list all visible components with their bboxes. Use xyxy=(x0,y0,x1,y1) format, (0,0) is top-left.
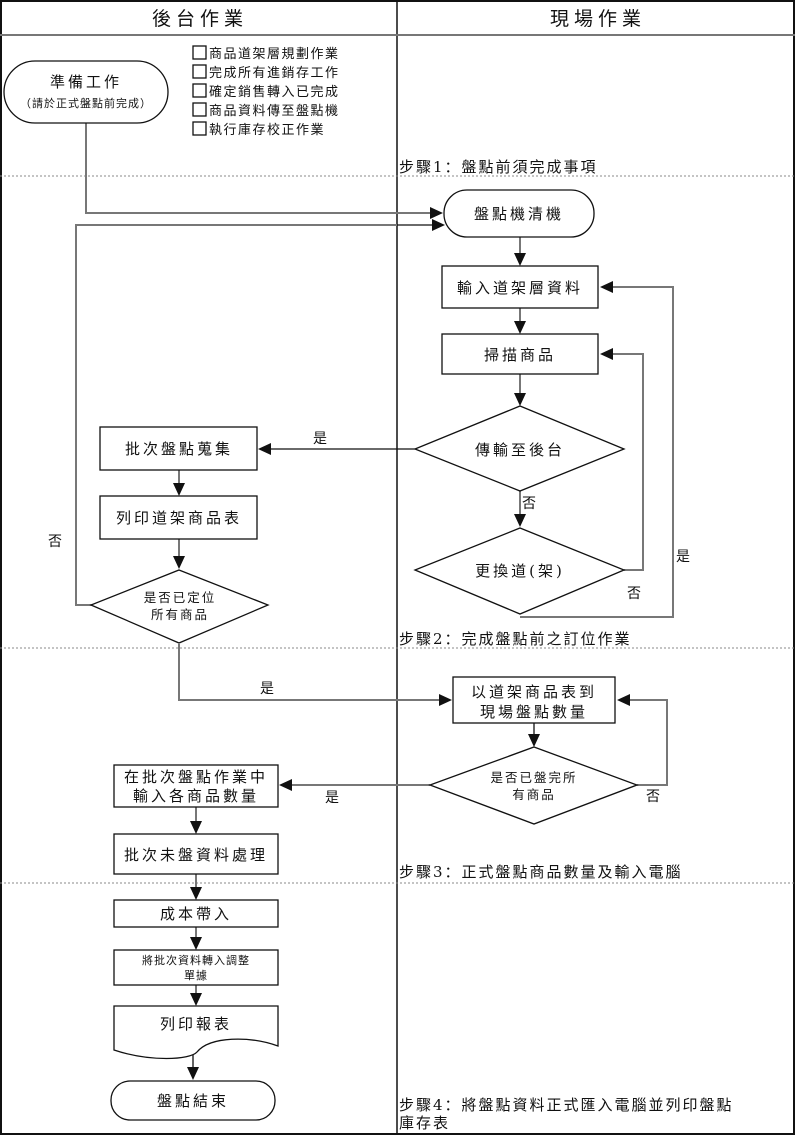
node-input-shelf: 輸入道架層資料 xyxy=(441,265,599,309)
node-print-shelf-list: 列印道架商品表 xyxy=(99,495,258,540)
arrowhead xyxy=(173,556,185,569)
node-unprocessed: 批次未盤資料處理 xyxy=(113,833,279,875)
edge-label-yes: 是 xyxy=(325,790,339,806)
checklist-item: 完成所有進銷存工作 xyxy=(209,65,340,81)
step4-label-line1: 步驟4：將盤點資料正式匯入電腦並列印盤點 xyxy=(399,1096,734,1114)
node-cost-import-label: 成本帶入 xyxy=(160,905,232,923)
edge-located-no xyxy=(75,224,397,606)
node-located-all-label-2: 所有商品 xyxy=(151,607,209,622)
lane-header-backoffice: 後台作業 xyxy=(152,8,248,30)
arrowhead xyxy=(514,393,526,406)
node-clear-device: 盤點機清機 xyxy=(443,189,595,238)
edge-label-no: 否 xyxy=(48,534,62,550)
node-located-all-label-1: 是否已定位 xyxy=(144,590,217,605)
step3-label: 步驟3：正式盤點商品數量及輸入電腦 xyxy=(399,863,683,881)
edge-counted-no xyxy=(628,699,668,786)
edge-prepare-to-clear xyxy=(85,123,430,214)
arrowhead xyxy=(173,483,185,496)
checklist-item: 商品道架層規劃作業 xyxy=(209,46,340,62)
node-scan-label: 掃描商品 xyxy=(484,346,556,364)
node-counted-all-label-1: 是否已盤完所 xyxy=(490,770,577,785)
edge-located-yes xyxy=(178,644,440,701)
edge-label-yes: 是 xyxy=(260,681,274,697)
node-transfer-decision: 傳輸至後台 xyxy=(413,405,626,492)
arrowhead xyxy=(190,937,202,950)
node-print-report-label: 列印報表 xyxy=(160,1015,232,1033)
arrowhead xyxy=(600,281,613,293)
node-unprocessed-label: 批次未盤資料處理 xyxy=(124,846,268,864)
node-convert-label-2: 單據 xyxy=(184,968,208,982)
node-print-shelf-list-label: 列印道架商品表 xyxy=(116,509,242,527)
node-change-aisle-label: 更換道(架) xyxy=(475,562,565,580)
node-counted-all: 是否已盤完所 有商品 xyxy=(428,746,639,825)
checklist-item: 確定銷售轉入已完成 xyxy=(209,84,340,100)
edge-label-no: 否 xyxy=(627,586,641,602)
arrowhead xyxy=(514,514,526,527)
arrowhead xyxy=(600,348,613,360)
node-input-shelf-label: 輸入道架層資料 xyxy=(457,279,583,297)
node-clear-device-label: 盤點機清機 xyxy=(474,205,564,223)
arrowhead xyxy=(617,694,630,706)
checklist-item: 商品資料傳至盤點機 xyxy=(209,104,340,119)
arrowhead xyxy=(190,821,202,834)
node-change-aisle: 更換道(架) xyxy=(413,527,626,615)
node-print-report: 列印報表 xyxy=(113,1005,279,1060)
node-scan: 掃描商品 xyxy=(441,333,599,375)
node-convert-label-1: 將批次資料轉入調整 xyxy=(142,953,250,967)
arrowhead xyxy=(258,443,271,455)
checkbox[interactable] xyxy=(192,102,207,117)
node-count-onsite-label-2: 現場盤點數量 xyxy=(480,703,588,721)
edge-label-no: 否 xyxy=(522,496,536,512)
lane-header-onsite: 現場作業 xyxy=(550,8,646,30)
node-cost-import: 成本帶入 xyxy=(113,899,279,928)
checkbox[interactable] xyxy=(192,45,207,60)
node-transfer-decision-label: 傳輸至後台 xyxy=(475,441,565,459)
node-batch-collect-label: 批次盤點蒐集 xyxy=(125,440,233,458)
step2-label: 步驟2：完成盤點前之訂位作業 xyxy=(399,630,632,648)
arrowhead xyxy=(528,734,540,747)
node-prepare-note: （請於正式盤點前完成） xyxy=(20,96,152,110)
step1-label: 步驟1：盤點前須完成事項 xyxy=(399,158,598,176)
arrowhead xyxy=(187,1067,199,1080)
edge-label-no: 否 xyxy=(646,789,660,805)
node-count-onsite-label-1: 以道架商品表到 xyxy=(471,683,597,701)
node-end: 盤點結束 xyxy=(110,1080,276,1121)
node-convert: 將批次資料轉入調整 單據 xyxy=(113,949,279,986)
node-prepare: 準備工作 （請於正式盤點前完成） xyxy=(3,60,169,124)
edge-label-yes: 是 xyxy=(676,549,690,565)
arrowhead xyxy=(190,993,202,1006)
arrowhead xyxy=(432,219,445,231)
node-input-quantities: 在批次盤點作業中 輸入各商品數量 xyxy=(113,764,279,808)
edge-change-no xyxy=(612,353,644,571)
checkbox[interactable] xyxy=(192,64,207,79)
arrowhead xyxy=(430,207,443,219)
arrowhead xyxy=(279,779,292,791)
arrowhead xyxy=(439,694,452,706)
arrowhead xyxy=(514,321,526,334)
edge-change-yes xyxy=(520,286,674,618)
arrowhead xyxy=(514,253,526,266)
node-count-onsite: 以道架商品表到 現場盤點數量 xyxy=(452,676,616,724)
node-prepare-label: 準備工作 xyxy=(50,73,122,91)
checkbox[interactable] xyxy=(192,83,207,98)
node-counted-all-label-2: 有商品 xyxy=(512,787,556,802)
node-input-quantities-label-2: 輸入各商品數量 xyxy=(133,787,259,805)
checklist-item: 執行庫存校正作業 xyxy=(209,122,325,138)
checkbox[interactable] xyxy=(192,121,207,136)
step4-label-line2: 庫存表 xyxy=(399,1114,450,1132)
node-located-all: 是否已定位 所有商品 xyxy=(89,569,270,644)
node-end-label: 盤點結束 xyxy=(157,1092,229,1110)
node-input-quantities-label-1: 在批次盤點作業中 xyxy=(124,768,268,786)
arrowhead xyxy=(190,887,202,900)
edge-label-yes: 是 xyxy=(313,431,327,447)
checklist: 商品道架層規劃作業 完成所有進銷存工作 確定銷售轉入已完成 商品資料傳至盤點機 … xyxy=(192,45,340,138)
node-batch-collect: 批次盤點蒐集 xyxy=(99,426,258,471)
